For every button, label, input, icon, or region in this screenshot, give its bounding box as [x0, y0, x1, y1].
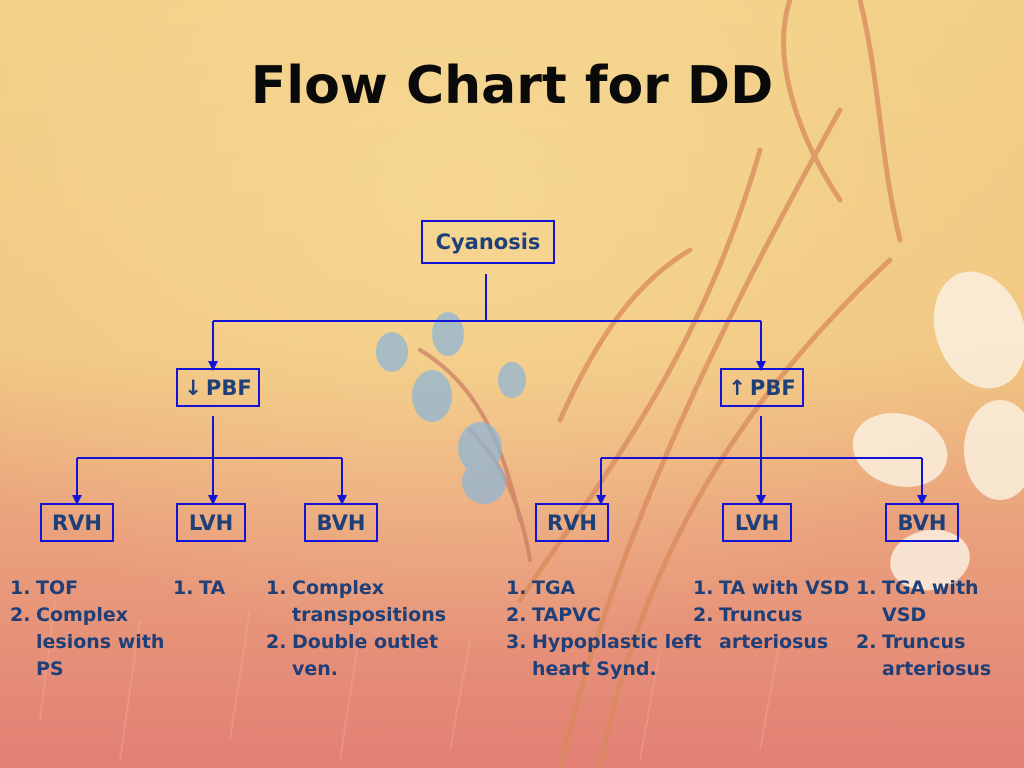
up-arrow-icon: ↑ [728, 375, 746, 400]
left-bvh-list: 1.Complex transpositions 2.Double outlet… [266, 575, 462, 683]
node-left-lvh-label: LVH [188, 510, 234, 535]
right-bvh-list: 1.TGA with VSD 2.Truncus arteriosus [856, 575, 1016, 683]
page-title: Flow Chart for DD [250, 56, 774, 116]
right-rvh-list: 1.TGA 2.TAPVC 3.Hypoplastic left heart S… [506, 575, 706, 683]
list-item: 2.Complex lesions with PS [10, 604, 165, 680]
list-item: 1.TA with VSD [693, 577, 850, 599]
node-cyanosis: Cyanosis [421, 220, 555, 264]
node-right-bvh-label: BVH [897, 510, 947, 535]
node-increased-pbf-label: PBF [749, 375, 796, 400]
node-left-bvh-label: BVH [316, 510, 366, 535]
down-arrow-icon: ↓ [184, 375, 202, 400]
node-cyanosis-label: Cyanosis [435, 230, 541, 254]
list-item: 1.TGA [506, 577, 576, 599]
node-left-lvh: LVH [176, 503, 246, 542]
list-item: 1.TOF [10, 577, 79, 599]
node-right-rvh-label: RVH [547, 510, 597, 535]
node-decreased-pbf: ↓ PBF [176, 368, 260, 407]
list-item: 3.Hypoplastic left heart Synd. [506, 631, 702, 680]
node-right-lvh: LVH [722, 503, 792, 542]
list-item: 2.Double outlet ven. [266, 631, 439, 680]
node-left-bvh: BVH [304, 503, 378, 542]
left-rvh-list: 1.TOF 2.Complex lesions with PS [10, 575, 175, 683]
list-item: 2.TAPVC [506, 604, 601, 626]
list-item: 1.TA [173, 577, 226, 599]
list-item: 2.Truncus arteriosus [693, 604, 829, 653]
node-increased-pbf: ↑ PBF [720, 368, 804, 407]
left-lvh-list: 1.TA [173, 575, 253, 602]
node-right-rvh: RVH [535, 503, 609, 542]
node-left-rvh: RVH [40, 503, 114, 542]
node-decreased-pbf-label: PBF [205, 375, 252, 400]
node-left-rvh-label: RVH [52, 510, 102, 535]
list-item: 1.Complex transpositions [266, 577, 447, 626]
right-lvh-list: 1.TA with VSD 2.Truncus arteriosus [693, 575, 858, 656]
node-right-bvh: BVH [885, 503, 959, 542]
node-right-lvh-label: LVH [734, 510, 780, 535]
list-item: 2.Truncus arteriosus [856, 631, 992, 680]
list-item: 1.TGA with VSD [856, 577, 979, 626]
